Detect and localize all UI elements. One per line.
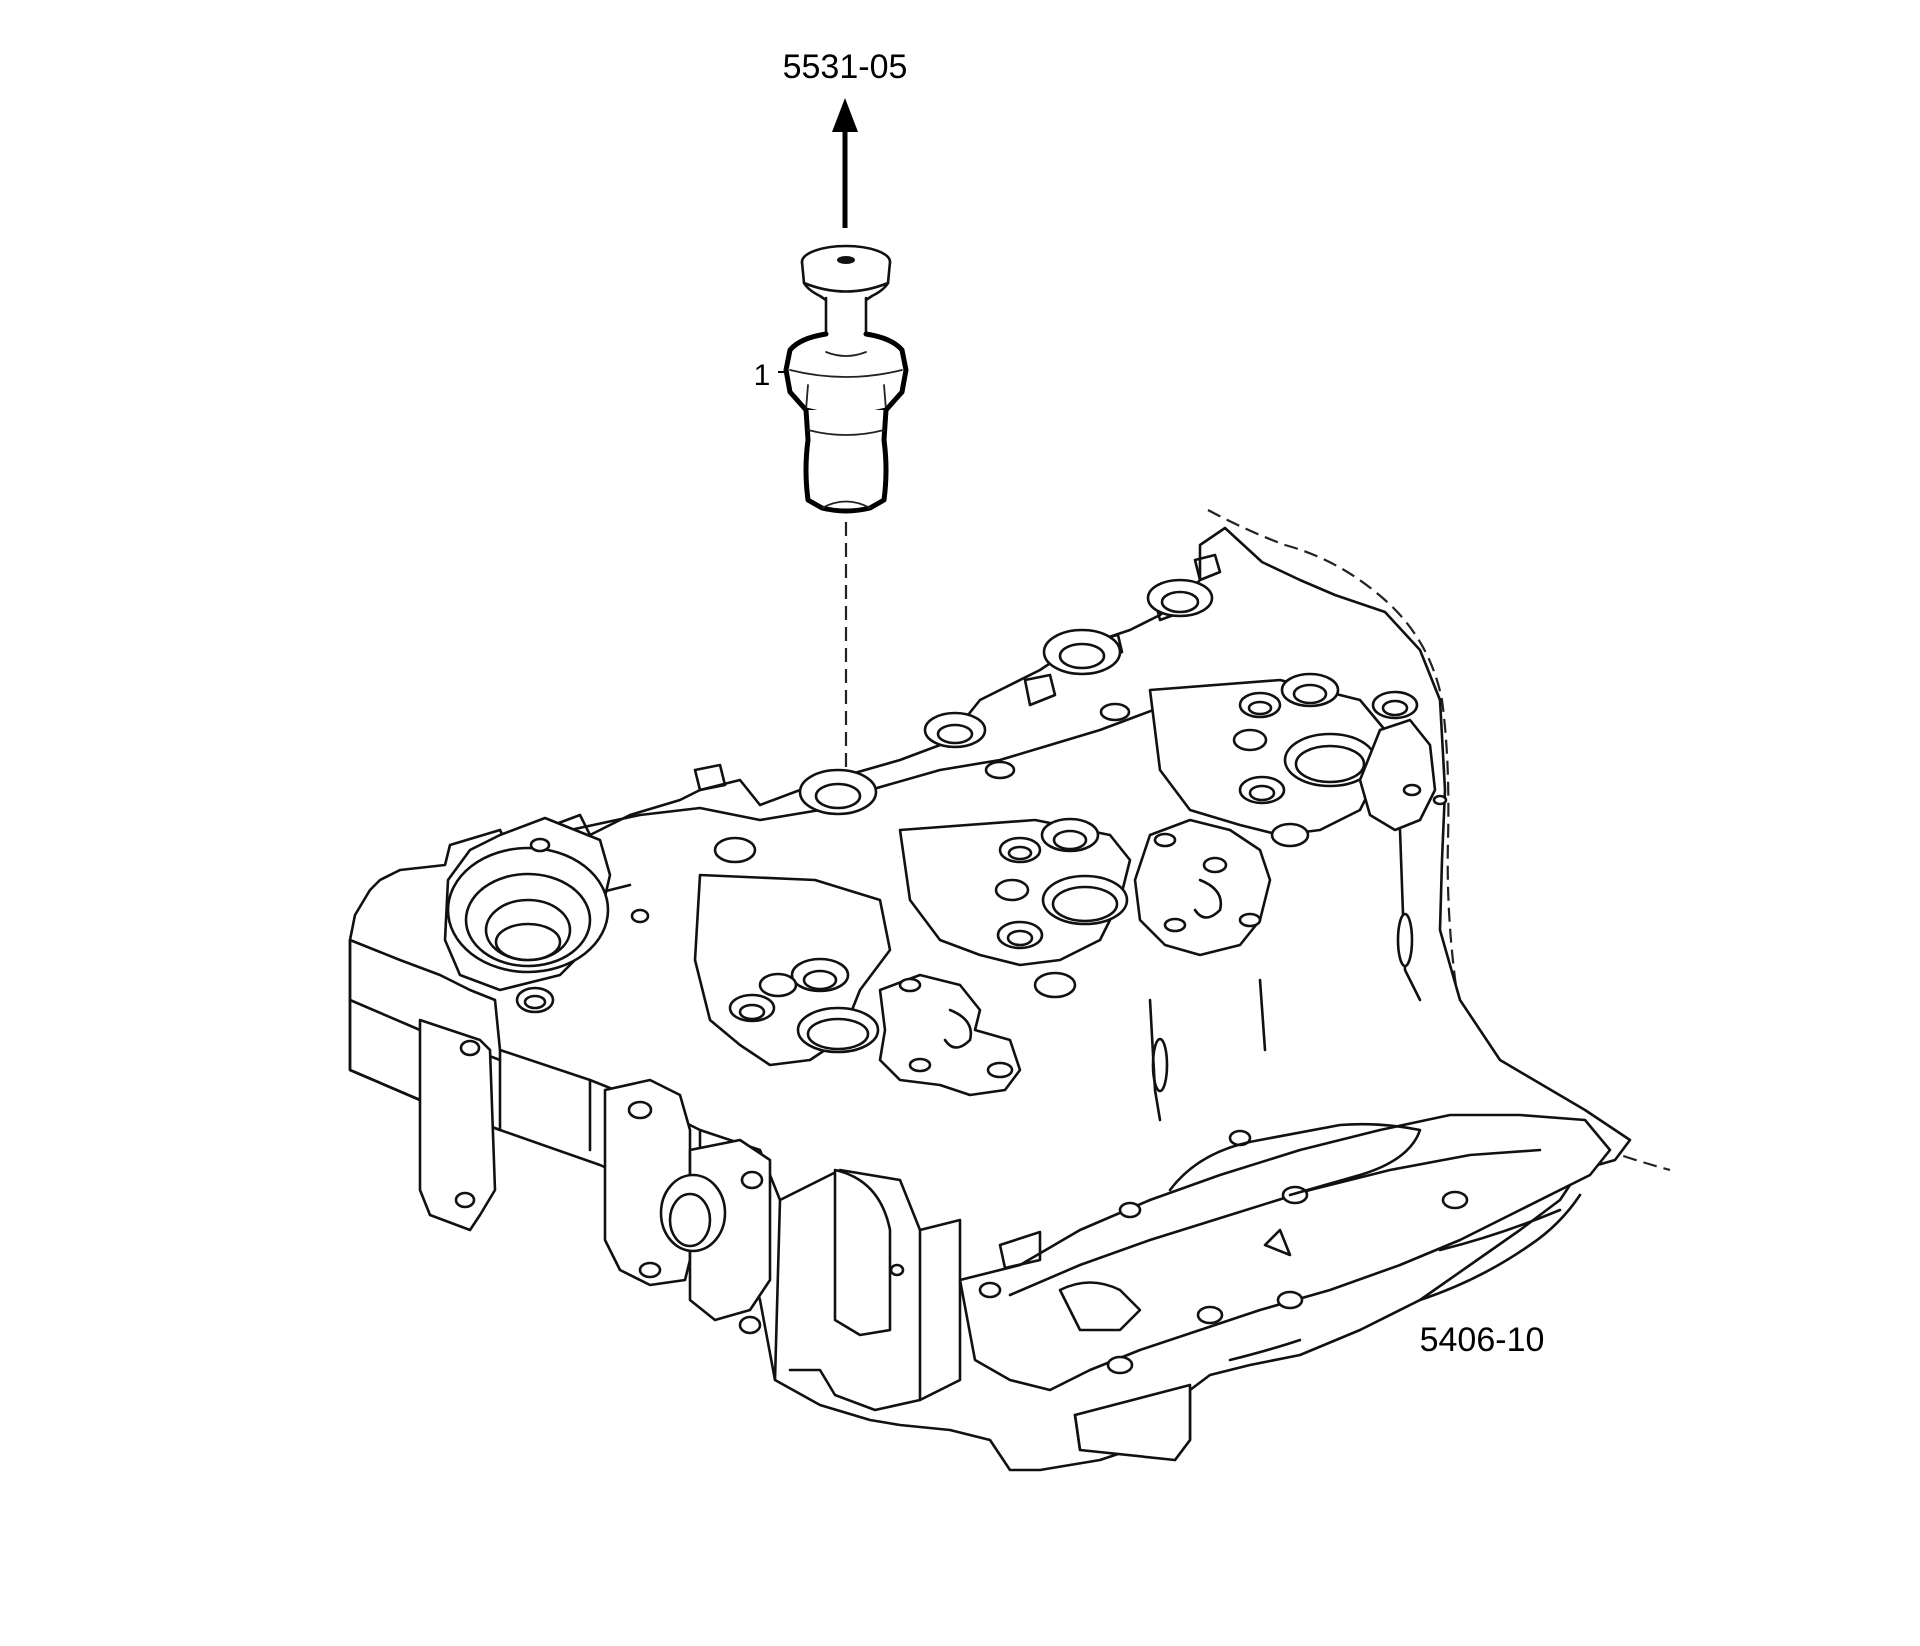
- top-reference-label: 5531-05: [783, 48, 908, 86]
- bottom-reference-label: 5406-10: [1420, 1321, 1545, 1359]
- valve-chamber-3: [1148, 672, 1419, 848]
- removal-arrow: [832, 98, 858, 228]
- plug-fitting: [783, 244, 909, 514]
- thermostat-housing: [443, 816, 650, 1014]
- rocker-pedestal-3: [1358, 718, 1448, 832]
- rocker-pedestal-2: [1133, 818, 1272, 957]
- engine-block-phantom-outline: [1207, 509, 1671, 1172]
- callout-number-label: 1: [754, 359, 771, 392]
- valve-chamber-2: [898, 817, 1132, 999]
- side-mounting-plate: [603, 1078, 772, 1335]
- gasket-flange: [958, 1113, 1612, 1392]
- rocker-pedestal-1: [878, 973, 1022, 1097]
- cylinder-head: [348, 509, 1671, 1472]
- valve-chamber-1: [693, 873, 892, 1067]
